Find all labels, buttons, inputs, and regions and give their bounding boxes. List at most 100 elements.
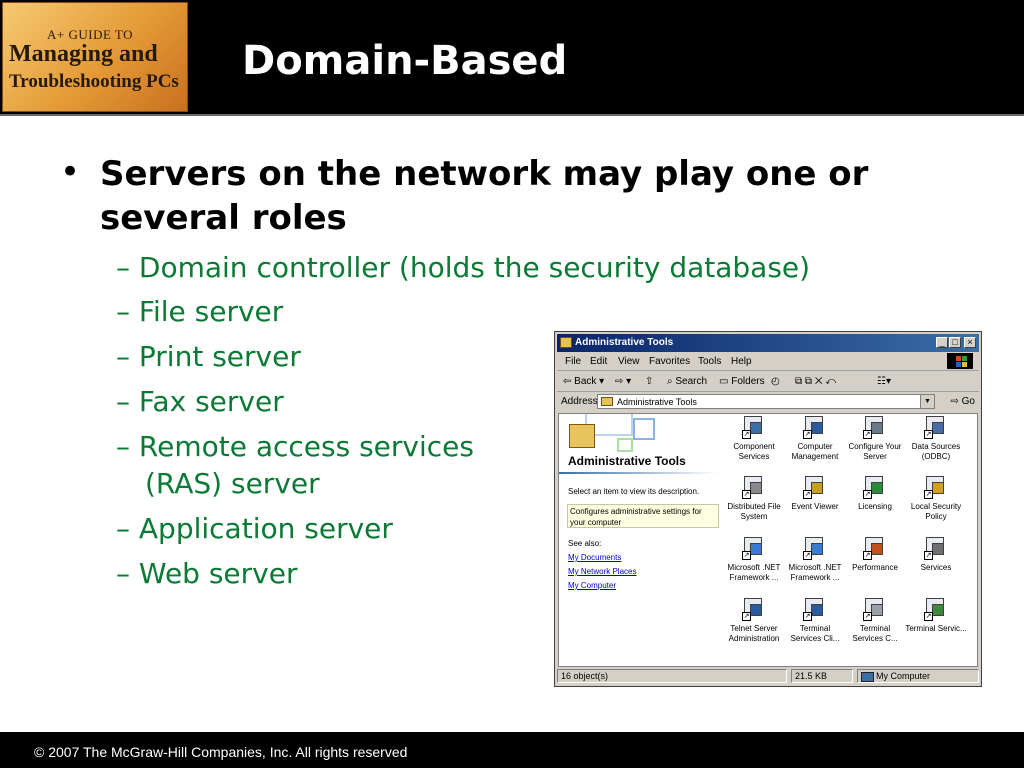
- sidebar-title: Administrative Tools: [568, 454, 686, 468]
- sub-bullet: – Print server: [116, 340, 301, 373]
- sub-bullet: – Domain controller (holds the security …: [116, 251, 811, 284]
- shortcut-arrow-icon: ↗: [803, 551, 812, 560]
- window-title: Administrative Tools: [575, 337, 674, 348]
- status-bar: 16 object(s) 21.5 KB My Computer: [557, 668, 979, 684]
- back-button[interactable]: ⇦ Back ▾: [563, 376, 605, 387]
- admin-tool-item[interactable]: ↗ Data Sources (ODBC): [905, 414, 967, 472]
- logo-line-3: Troubleshooting PCs: [9, 71, 179, 92]
- dotnet-framework-icon: ↗: [742, 535, 766, 561]
- search-icon: ⌕: [667, 376, 676, 387]
- menu-file[interactable]: File: [565, 356, 582, 367]
- address-input[interactable]: Administrative Tools ▼: [597, 394, 935, 409]
- services-icon: ↗: [924, 535, 948, 561]
- admin-tool-item[interactable]: ↗ Microsoft .NET Framework ...: [723, 535, 785, 593]
- data-sources-icon: ↗: [924, 414, 948, 440]
- admin-tool-item[interactable]: ↗Computer Management: [784, 414, 846, 472]
- admin-tool-label: Component Services: [733, 442, 775, 461]
- forward-button[interactable]: ⇨ ▾: [615, 376, 632, 387]
- shortcut-arrow-icon: ↗: [924, 612, 933, 621]
- component-services-icon: ↗: [742, 414, 766, 440]
- telnet-server-icon: ↗: [742, 596, 766, 622]
- minimize-button[interactable]: _: [936, 337, 948, 348]
- main-bullet: Servers on the network may play one or s…: [100, 154, 869, 238]
- address-bar: Address Administrative Tools ▼ ⇨ Go: [557, 392, 979, 412]
- slide-footer: [0, 732, 1024, 768]
- address-value: Administrative Tools: [617, 397, 697, 407]
- menu-help[interactable]: Help: [731, 356, 752, 367]
- sidebar-prompt: Select an item to view its description.: [568, 487, 700, 496]
- admin-tool-item[interactable]: ↗Configure Your Server: [844, 414, 906, 472]
- menu-tools[interactable]: Tools: [698, 356, 722, 367]
- shortcut-arrow-icon: ↗: [803, 430, 812, 439]
- sub-bullet: – File server: [116, 295, 284, 328]
- window-titlebar[interactable]: Administrative Tools _ □ ×: [557, 334, 979, 352]
- admin-tool-label: Licensing: [858, 502, 892, 511]
- computer-management-icon: ↗: [803, 414, 827, 440]
- sidebar-divider: [559, 472, 719, 474]
- link-my-computer[interactable]: My Computer: [568, 581, 617, 590]
- admin-tool-label: Distributed File System: [727, 502, 781, 521]
- admin-tool-label: Terminal Services Cli...: [790, 624, 840, 643]
- search-label: Search: [675, 376, 708, 387]
- admin-tool-label: Telnet Server Administration: [728, 624, 780, 643]
- move-copy-delete-undo-buttons[interactable]: ⧉ ⧉ ✕ ↶: [795, 376, 836, 387]
- folder-icon: [601, 397, 613, 406]
- bullet-dot: •: [60, 152, 81, 192]
- admin-tool-item[interactable]: ↗ Licensing: [844, 474, 906, 532]
- shortcut-arrow-icon: ↗: [742, 551, 751, 560]
- admin-tool-item[interactable]: ↗ Local Security Policy: [905, 474, 967, 532]
- admin-tool-item[interactable]: ↗Performance: [844, 535, 906, 593]
- admin-tool-item[interactable]: ↗ Distributed File System: [723, 474, 785, 532]
- menu-favorites[interactable]: Favorites: [649, 356, 691, 367]
- shortcut-arrow-icon: ↗: [863, 551, 872, 560]
- admin-tool-label: Terminal Servic...: [905, 624, 967, 633]
- admin-tool-label: Configure Your Server: [848, 442, 902, 461]
- sub-bullet: – Web server: [116, 557, 298, 590]
- admin-tool-item[interactable]: ↗ Services: [905, 535, 967, 593]
- folder-icon: [560, 337, 572, 348]
- search-button[interactable]: ⌕ Search: [667, 376, 707, 387]
- menu-edit[interactable]: Edit: [590, 356, 608, 367]
- admin-tool-label: Data Sources (ODBC): [911, 442, 961, 461]
- sidebar-banner: [559, 414, 723, 456]
- link-my-network-places[interactable]: My Network Places: [568, 567, 637, 576]
- shortcut-arrow-icon: ↗: [863, 490, 872, 499]
- admin-tools-folder-icon: [569, 424, 595, 448]
- shortcut-arrow-icon: ↗: [742, 430, 751, 439]
- shortcut-arrow-icon: ↗: [924, 490, 933, 499]
- shortcut-arrow-icon: ↗: [924, 430, 933, 439]
- history-button[interactable]: ◴: [771, 376, 780, 387]
- my-computer-icon: [861, 672, 874, 682]
- admin-tool-item[interactable]: ↗Event Viewer: [784, 474, 846, 532]
- admin-tool-item[interactable]: ↗ Telnet Server Administration: [723, 596, 785, 654]
- book-logo: A+ GUIDE TO Managing and Troubleshooting…: [2, 2, 188, 112]
- chevron-down-icon[interactable]: ▼: [920, 395, 934, 408]
- admin-tool-item[interactable]: ↗ Terminal Servic...: [905, 596, 967, 654]
- admin-tool-item[interactable]: ↗ Component Services: [723, 414, 785, 472]
- maximize-button[interactable]: □: [949, 337, 961, 348]
- go-button[interactable]: ⇨ Go: [950, 396, 975, 407]
- status-zone: My Computer: [857, 669, 979, 683]
- up-folder-button[interactable]: ⇧: [645, 376, 654, 387]
- close-button[interactable]: ×: [964, 337, 976, 348]
- admin-tool-item[interactable]: ↗ Terminal Services Cli...: [784, 596, 846, 654]
- shortcut-arrow-icon: ↗: [924, 551, 933, 560]
- admin-tool-item[interactable]: ↗Terminal Services C...: [844, 596, 906, 654]
- admin-tool-item[interactable]: ↗Microsoft .NET Framework ...: [784, 535, 846, 593]
- admin-tool-label: Local Security Policy: [910, 502, 962, 521]
- logo-line-2: Managing and: [9, 41, 158, 67]
- go-arrow-icon: ⇨: [950, 396, 962, 407]
- shortcut-arrow-icon: ↗: [742, 612, 751, 621]
- slide-title: Domain-Based: [242, 38, 568, 84]
- folders-button[interactable]: ▭ Folders: [719, 376, 765, 387]
- menu-bar: File Edit View Favorites Tools Help: [557, 352, 979, 371]
- address-label: Address: [561, 396, 598, 407]
- link-my-documents[interactable]: My Documents: [568, 553, 622, 562]
- menu-view[interactable]: View: [618, 356, 640, 367]
- admin-tool-label: Microsoft .NET Framework ...: [727, 563, 781, 582]
- admin-tool-label: Services: [920, 563, 952, 572]
- shortcut-arrow-icon: ↗: [742, 490, 751, 499]
- views-button[interactable]: ☷▾: [877, 376, 891, 387]
- sub-bullet: – Remote access services: [116, 430, 474, 463]
- terminal-services-client-icon: ↗: [803, 596, 827, 622]
